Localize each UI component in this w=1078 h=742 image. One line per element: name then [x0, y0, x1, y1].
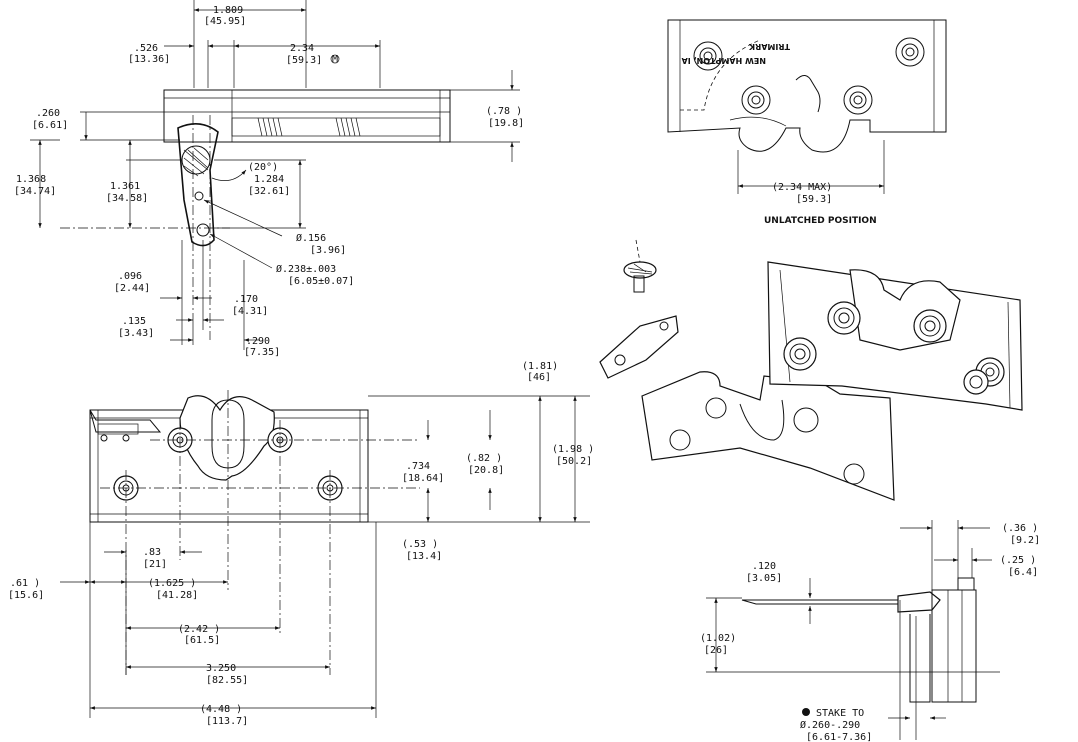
dim-734: .734: [406, 461, 430, 472]
unlatched-position-label: UNLATCHED POSITION: [764, 216, 877, 226]
dim-053-mm: [13.4]: [406, 551, 442, 562]
dim-1361: 1.361: [110, 181, 140, 192]
side-view: [30, 0, 520, 350]
stake-dim-mm: [6.61-7.36]: [806, 732, 872, 742]
dim-120-mm: [3.05]: [746, 573, 782, 584]
dim-156: Ø.156: [296, 232, 326, 244]
dim-290-mm: [7.35]: [244, 347, 280, 358]
dim-170: .170: [234, 294, 258, 305]
dim-156-mm: [3.96]: [310, 245, 346, 256]
dim-1284: 1.284: [254, 174, 284, 185]
dim-238: Ø.238±.003: [276, 263, 336, 275]
dim-120: .120: [752, 561, 776, 572]
dim-3250: 3.250: [206, 663, 236, 674]
emboss-text-1: TRIMARK: [748, 42, 790, 51]
dim-448: (4.48 ): [200, 704, 242, 715]
dim-083-mm: [21]: [143, 559, 167, 570]
dim-260-mm: [6.61]: [32, 120, 68, 131]
dim-234: 2.34: [290, 43, 314, 54]
spring-coil: [257, 117, 361, 137]
dim-1284-mm: [32.61]: [248, 186, 290, 197]
datum-symbol: M: [332, 54, 338, 65]
dim-1625: (1.625 ): [148, 578, 196, 589]
dim-1368-mm: [34.74]: [14, 186, 56, 197]
dim-234max: (2.34 MAX): [772, 182, 832, 193]
dim-1809: 1.809: [213, 5, 243, 16]
stake-dim: Ø.260-.290: [800, 719, 860, 731]
dim-78-mm: [19.8]: [488, 118, 524, 129]
dim-061: .61 ): [10, 578, 40, 589]
unlatched-view: [667, 19, 947, 194]
dim-102: (1.02): [700, 633, 736, 644]
dim-135-mm: [3.43]: [118, 328, 154, 339]
stake-bullet: [802, 708, 810, 716]
dim-242: (2.42 ): [178, 624, 220, 635]
dim-025: (.25 ): [1000, 555, 1036, 566]
dim-061-mm: [15.6]: [8, 590, 44, 601]
dim-20deg: (20°): [248, 162, 278, 173]
exploded-isometric-view: [599, 239, 1023, 501]
dim-448-mm: [113.7]: [206, 716, 248, 727]
dim-135: .135: [122, 316, 146, 327]
dim-3250-mm: [82.55]: [206, 675, 248, 686]
dim-198: (1.98 ): [552, 444, 594, 455]
dim-181-mm: [46]: [527, 372, 551, 383]
dim-242-mm: [61.5]: [184, 635, 220, 646]
dim-1809-mm: [45.95]: [204, 16, 246, 27]
stake-to-label: STAKE TO: [816, 708, 864, 719]
front-view: [60, 390, 590, 718]
dim-082-mm: [20.8]: [468, 465, 504, 476]
dim-102-mm: [26]: [704, 645, 728, 656]
dim-053: (.53 ): [402, 539, 438, 550]
dim-170-mm: [4.31]: [232, 306, 268, 317]
dim-526-mm: [13.36]: [128, 54, 170, 65]
section-view: [706, 520, 1000, 740]
dim-181: (1.81): [522, 361, 558, 372]
dim-025-mm: [6.4]: [1008, 567, 1038, 578]
dim-734-mm: [18.64]: [402, 473, 444, 484]
dim-1625-mm: [41.28]: [156, 590, 198, 601]
dim-198-mm: [50.2]: [556, 456, 592, 467]
dim-1368: 1.368: [16, 174, 46, 185]
dim-036: (.36 ): [1002, 523, 1038, 534]
dim-290: .290: [246, 336, 270, 347]
dim-096: .096: [118, 271, 142, 282]
dim-238-mm: [6.05±0.07]: [288, 276, 354, 287]
emboss-text-2: NEW HAMPTON, IA: [681, 56, 766, 65]
dim-260: .260: [36, 108, 60, 119]
dim-526: .526: [134, 43, 158, 54]
dim-234-mm: [59.3]: [286, 55, 322, 66]
dim-082: (.82 ): [466, 453, 502, 464]
dim-096-mm: [2.44]: [114, 283, 150, 294]
dim-78: (.78 ): [486, 106, 522, 117]
dim-036-mm: [9.2]: [1010, 535, 1040, 546]
dim-234max-mm: [59.3]: [796, 194, 832, 205]
dim-1361-mm: [34.58]: [106, 193, 148, 204]
dim-083: .83: [143, 547, 161, 558]
